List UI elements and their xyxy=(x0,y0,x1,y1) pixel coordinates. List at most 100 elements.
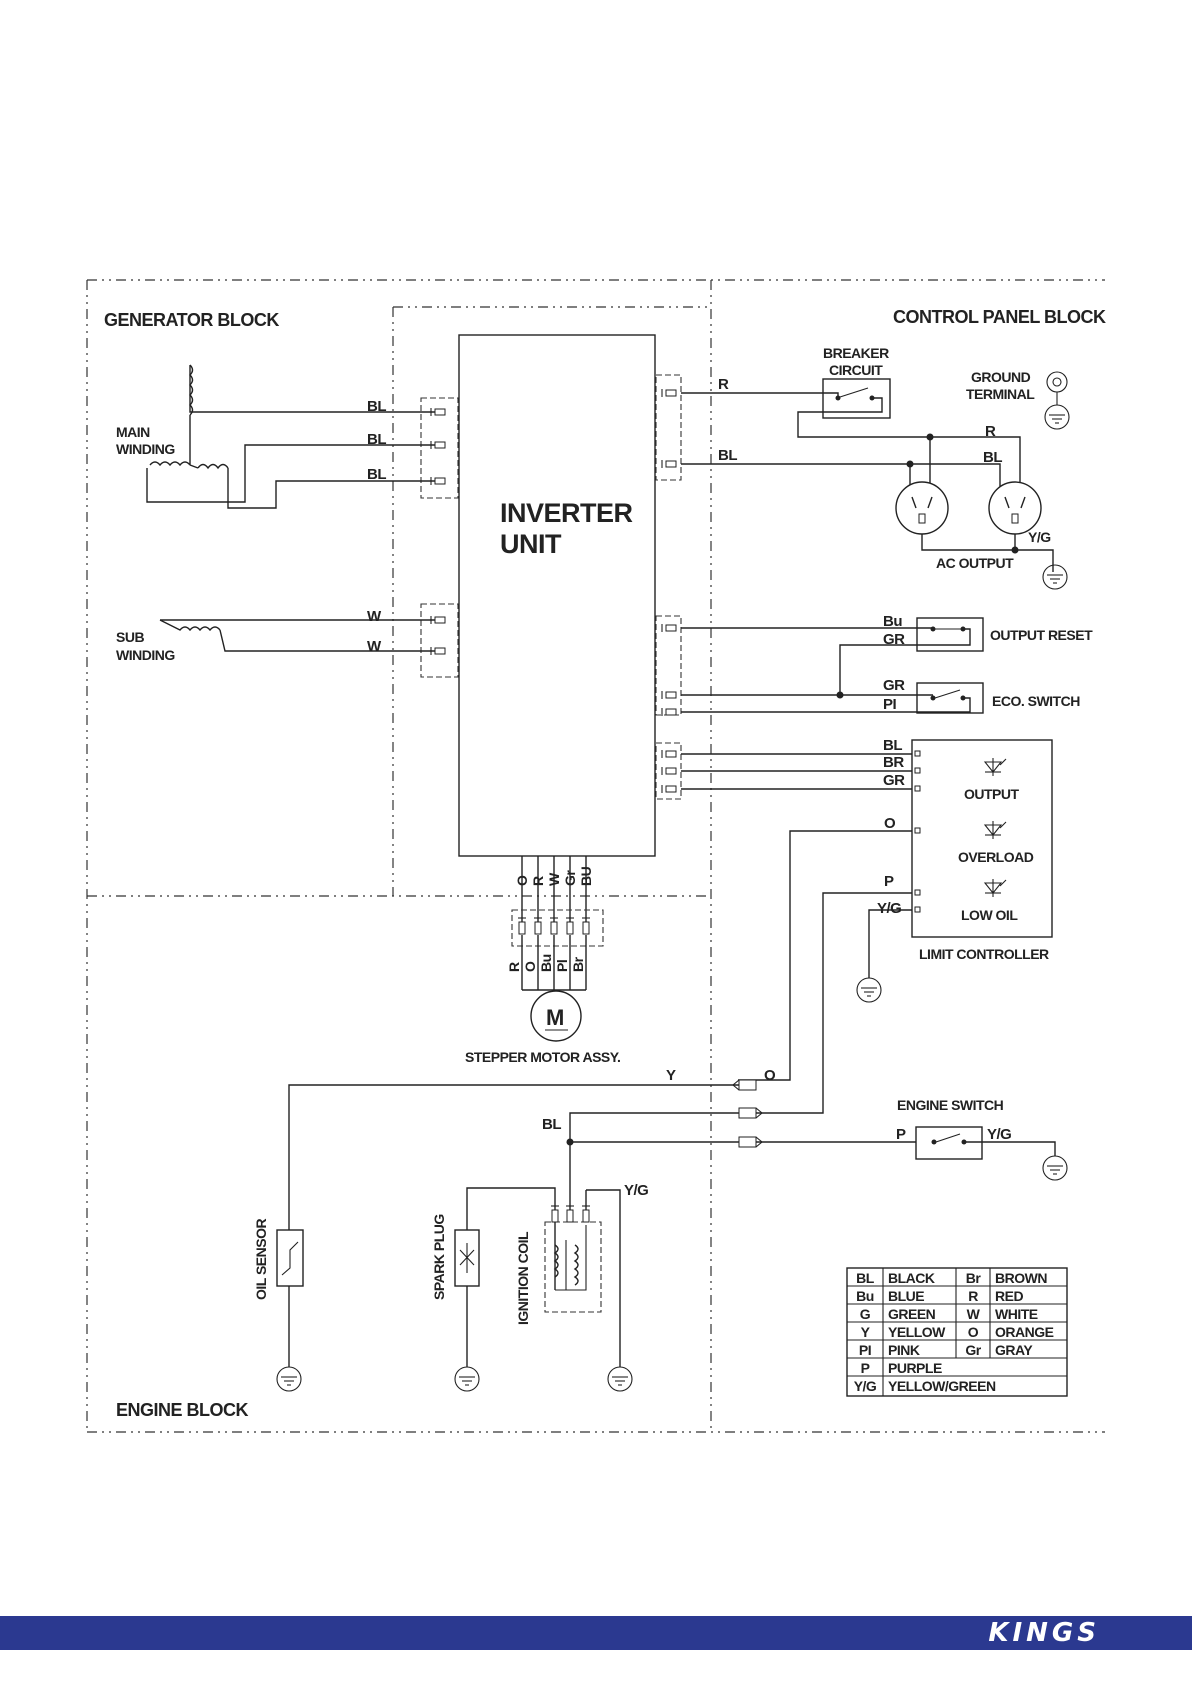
legend-color: PURPLE xyxy=(888,1360,942,1376)
legend-color: BROWN xyxy=(995,1270,1047,1286)
wire-label-o: O xyxy=(884,815,896,832)
wire-label-bl: BL xyxy=(542,1116,561,1133)
legend-color: BLACK xyxy=(888,1270,935,1286)
inverter-label-line2: UNIT xyxy=(500,529,562,559)
oil-sensor-label: OIL SENSOR xyxy=(253,1219,269,1300)
wire-label-y: Y xyxy=(666,1067,676,1084)
connector xyxy=(738,1107,763,1119)
wire-label-w: W xyxy=(367,638,382,655)
wire-label-yg: Y/G xyxy=(987,1126,1011,1143)
motor-bottom-label: Pl xyxy=(554,960,570,972)
wire-label-yg: Y/G xyxy=(877,900,901,917)
breaker-label-2: CIRCUIT xyxy=(829,362,883,378)
legend-code: Bu xyxy=(856,1288,874,1304)
eco-switch xyxy=(681,682,984,714)
main-winding-label-2: WINDING xyxy=(116,441,175,457)
legend-color: YELLOW xyxy=(888,1324,946,1340)
main-winding xyxy=(146,364,437,509)
legend-color: PINK xyxy=(888,1342,920,1358)
brand-logo: KINGS xyxy=(988,1618,1100,1648)
wire-label-gr: GR xyxy=(883,677,905,694)
ground-icon xyxy=(1044,404,1070,430)
oil-sensor xyxy=(276,1229,304,1367)
engine-switch xyxy=(915,1126,1056,1160)
motor-top-label: BU xyxy=(578,866,594,886)
wire-label-r: R xyxy=(985,423,996,440)
ground-terminal-label-1: GROUND xyxy=(971,369,1031,385)
indicator-overload: OVERLOAD xyxy=(958,849,1034,865)
indicator-low-oil: LOW OIL xyxy=(961,907,1018,923)
footer-bar xyxy=(0,1616,1192,1650)
color-legend xyxy=(846,1267,1068,1397)
engine-block-title: ENGINE BLOCK xyxy=(116,1400,249,1420)
led-icon xyxy=(983,821,1007,839)
ground-icon xyxy=(1042,1155,1068,1181)
limit-controller-label: LIMIT CONTROLLER xyxy=(919,946,1049,962)
spark-plug-label: SPARK PLUG xyxy=(431,1214,447,1300)
legend-color: ORANGE xyxy=(995,1324,1054,1340)
ground-icon xyxy=(607,1366,633,1392)
ignition-coil xyxy=(544,1189,621,1367)
led-icon xyxy=(983,879,1007,897)
wire-label-bl: BL xyxy=(367,431,386,448)
legend-code: O xyxy=(968,1324,979,1340)
sub-winding-label-1: SUB xyxy=(116,629,144,645)
stepper-motor-wires xyxy=(511,856,604,991)
legend-code: G xyxy=(860,1306,871,1322)
led-icon xyxy=(983,758,1007,776)
connector-group xyxy=(655,742,682,800)
ground-icon xyxy=(1042,564,1068,590)
output-reset-label: OUTPUT RESET xyxy=(990,627,1093,643)
wire-label-p: P xyxy=(896,1126,906,1143)
motor-symbol: M xyxy=(546,1005,564,1030)
stepper-motor-label: STEPPER MOTOR ASSY. xyxy=(465,1049,620,1065)
wire-label-bl: BL xyxy=(883,737,902,754)
connector-group xyxy=(420,397,459,499)
legend-code: Y xyxy=(861,1324,871,1340)
wire-label-gr: GR xyxy=(883,631,905,648)
ac-output-label: AC OUTPUT xyxy=(936,555,1014,571)
legend-color: GRAY xyxy=(995,1342,1033,1358)
engine-switch-label: ENGINE SWITCH xyxy=(897,1097,1004,1113)
connector-group xyxy=(655,374,682,481)
connector xyxy=(732,1079,757,1091)
breaker-label-1: BREAKER xyxy=(823,345,889,361)
inverter-label-line1: INVERTER xyxy=(500,498,633,528)
wire-label-gr: GR xyxy=(883,772,905,789)
legend-code: Br xyxy=(966,1270,982,1286)
legend-color: GREEN xyxy=(888,1306,936,1322)
wire-label-bl: BL xyxy=(983,449,1002,466)
motor-bottom-label: O xyxy=(522,961,538,972)
connector xyxy=(738,1136,763,1148)
wire-label-yg: Y/G xyxy=(1028,529,1051,545)
legend-code: PI xyxy=(859,1342,871,1358)
legend-code: R xyxy=(968,1288,978,1304)
control-panel-block-title: CONTROL PANEL BLOCK xyxy=(893,307,1106,327)
wire-label-bl: BL xyxy=(367,466,386,483)
inverter-unit xyxy=(458,334,656,857)
spark-plug xyxy=(454,1187,556,1367)
legend-code: Gr xyxy=(965,1342,981,1358)
wire-label-yg: Y/G xyxy=(624,1182,648,1199)
motor-top-label: O xyxy=(514,875,530,886)
wire-label-br: BR xyxy=(883,754,904,771)
limit-controller xyxy=(681,739,1053,1114)
legend-color: RED xyxy=(995,1288,1023,1304)
legend-code: P xyxy=(861,1360,870,1376)
wire-label-bl: BL xyxy=(367,398,386,415)
legend-code: W xyxy=(967,1306,981,1322)
sub-winding-label-2: WINDING xyxy=(116,647,175,663)
breaker-circuit xyxy=(681,378,1021,520)
wire-label-p: P xyxy=(884,873,894,890)
motor-bottom-label: Bu xyxy=(538,954,554,972)
wire-label-bl: BL xyxy=(718,447,737,464)
motor-top-label: W xyxy=(546,872,562,886)
main-winding-label-1: MAIN xyxy=(116,424,150,440)
legend-code: Y/G xyxy=(854,1378,877,1394)
ac-output-outlet xyxy=(895,481,949,535)
motor-bottom-label: Br xyxy=(570,956,586,972)
legend-color: WHITE xyxy=(995,1306,1038,1322)
wire-label-o: O xyxy=(764,1067,776,1084)
ignition-coil-label: IGNITION COIL xyxy=(515,1231,531,1325)
